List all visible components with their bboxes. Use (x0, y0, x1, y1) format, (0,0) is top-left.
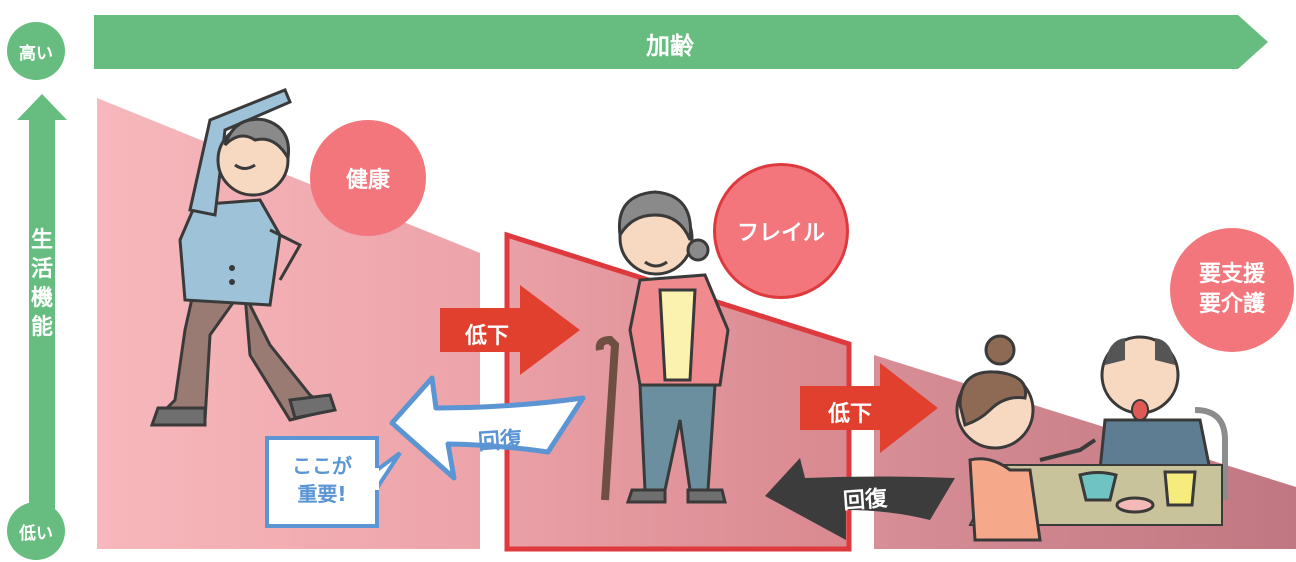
function-axis-label: 生活機能 (30, 228, 53, 340)
callout-text: ここが 重要! (292, 454, 352, 506)
callout-box (265, 436, 379, 528)
stage-frailty-badge: フレイル (716, 166, 846, 296)
aging-arrow (94, 15, 1268, 69)
recovery-arrow-2 (765, 458, 955, 540)
axis-high-badge: 高い (7, 22, 65, 80)
care-scene-illustration (955, 334, 1228, 542)
healthy-man-illustration (149, 88, 337, 427)
stage-frailty-label: フレイル (736, 221, 825, 246)
decline-label-1: 低下 (464, 324, 509, 349)
axis-low-badge: 低い (7, 502, 65, 560)
recovery-label-2: 回復 (842, 486, 888, 515)
frail-woman-illustration (595, 190, 730, 504)
stage-care-badge: 要支援 要介護 (1170, 228, 1294, 352)
aging-label: 加齢 (646, 32, 694, 60)
recovery-label-1: 回復 (477, 427, 523, 456)
axis-low-label: 低い (19, 523, 53, 544)
stage-healthy-badge: 健康 (310, 120, 426, 236)
recovery-arrow-1 (389, 375, 586, 481)
stage-care-label: 要支援 要介護 (1198, 262, 1265, 317)
axis-high-label: 高い (19, 43, 53, 64)
function-axis-arrow (17, 94, 67, 517)
decline-arrow-2 (800, 363, 938, 453)
decline-label-2: 低下 (827, 402, 872, 427)
stage-healthy-label: 健康 (345, 168, 390, 193)
decline-arrow-1 (440, 285, 580, 375)
